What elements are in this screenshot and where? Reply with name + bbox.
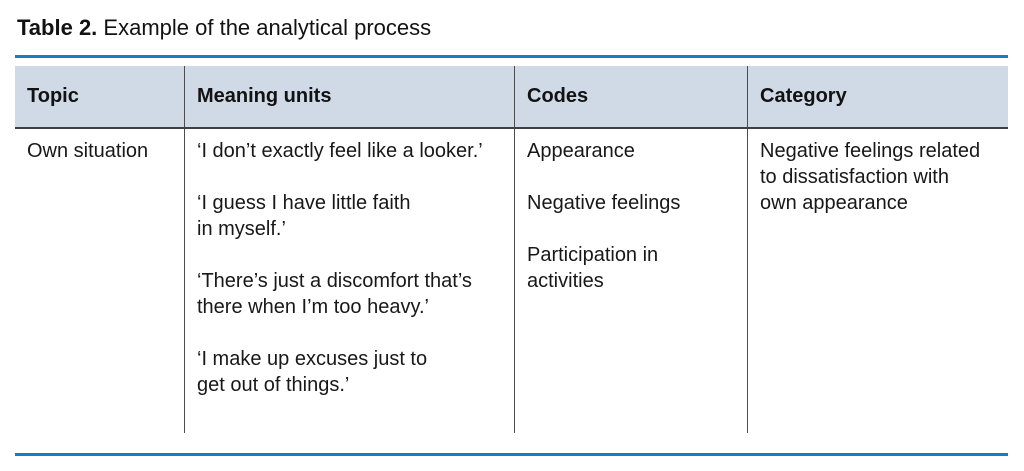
meaning-unit-quote: ‘I make up excuses just to get out of th… xyxy=(197,348,428,396)
meaning-unit-quote: ‘There’s just a discomfort that’s there … xyxy=(197,270,472,318)
cell-meaning-units: ‘I don’t exactly feel like a looker.’ ‘I… xyxy=(185,129,515,433)
table-row: Own situation ‘I don’t exactly feel like… xyxy=(15,129,1008,433)
meaning-unit-quote: ‘I don’t exactly feel like a looker.’ xyxy=(197,140,483,162)
analytical-process-table: Topic Meaning units Codes Category Own s… xyxy=(15,66,1008,433)
header-cell-codes: Codes xyxy=(515,66,748,127)
meaning-unit-quote: ‘I guess I have little faith in myself.’ xyxy=(197,192,411,240)
header-cell-meaning-units: Meaning units xyxy=(185,66,515,127)
cell-category: Negative feelings related to dissatisfac… xyxy=(748,129,1008,433)
topic-text: Own situation xyxy=(27,140,149,162)
cell-topic: Own situation xyxy=(15,129,185,433)
table-caption: Table 2. Example of the analytical proce… xyxy=(17,13,431,43)
code-item: Participation in activities xyxy=(527,244,659,292)
table-caption-label: Table 2. xyxy=(17,15,98,40)
cell-codes: Appearance Negative feelings Participati… xyxy=(515,129,748,433)
category-text: Negative feelings related to dissatisfac… xyxy=(760,140,981,214)
table-header-row: Topic Meaning units Codes Category xyxy=(15,66,1008,129)
code-item: Appearance xyxy=(527,140,635,162)
bottom-rule xyxy=(15,453,1008,456)
table-caption-text: Example of the analytical process xyxy=(97,15,432,40)
header-cell-category: Category xyxy=(760,85,847,107)
top-rule xyxy=(15,55,1008,58)
code-item: Negative feelings xyxy=(527,192,681,214)
header-cell-topic: Topic xyxy=(15,66,185,127)
